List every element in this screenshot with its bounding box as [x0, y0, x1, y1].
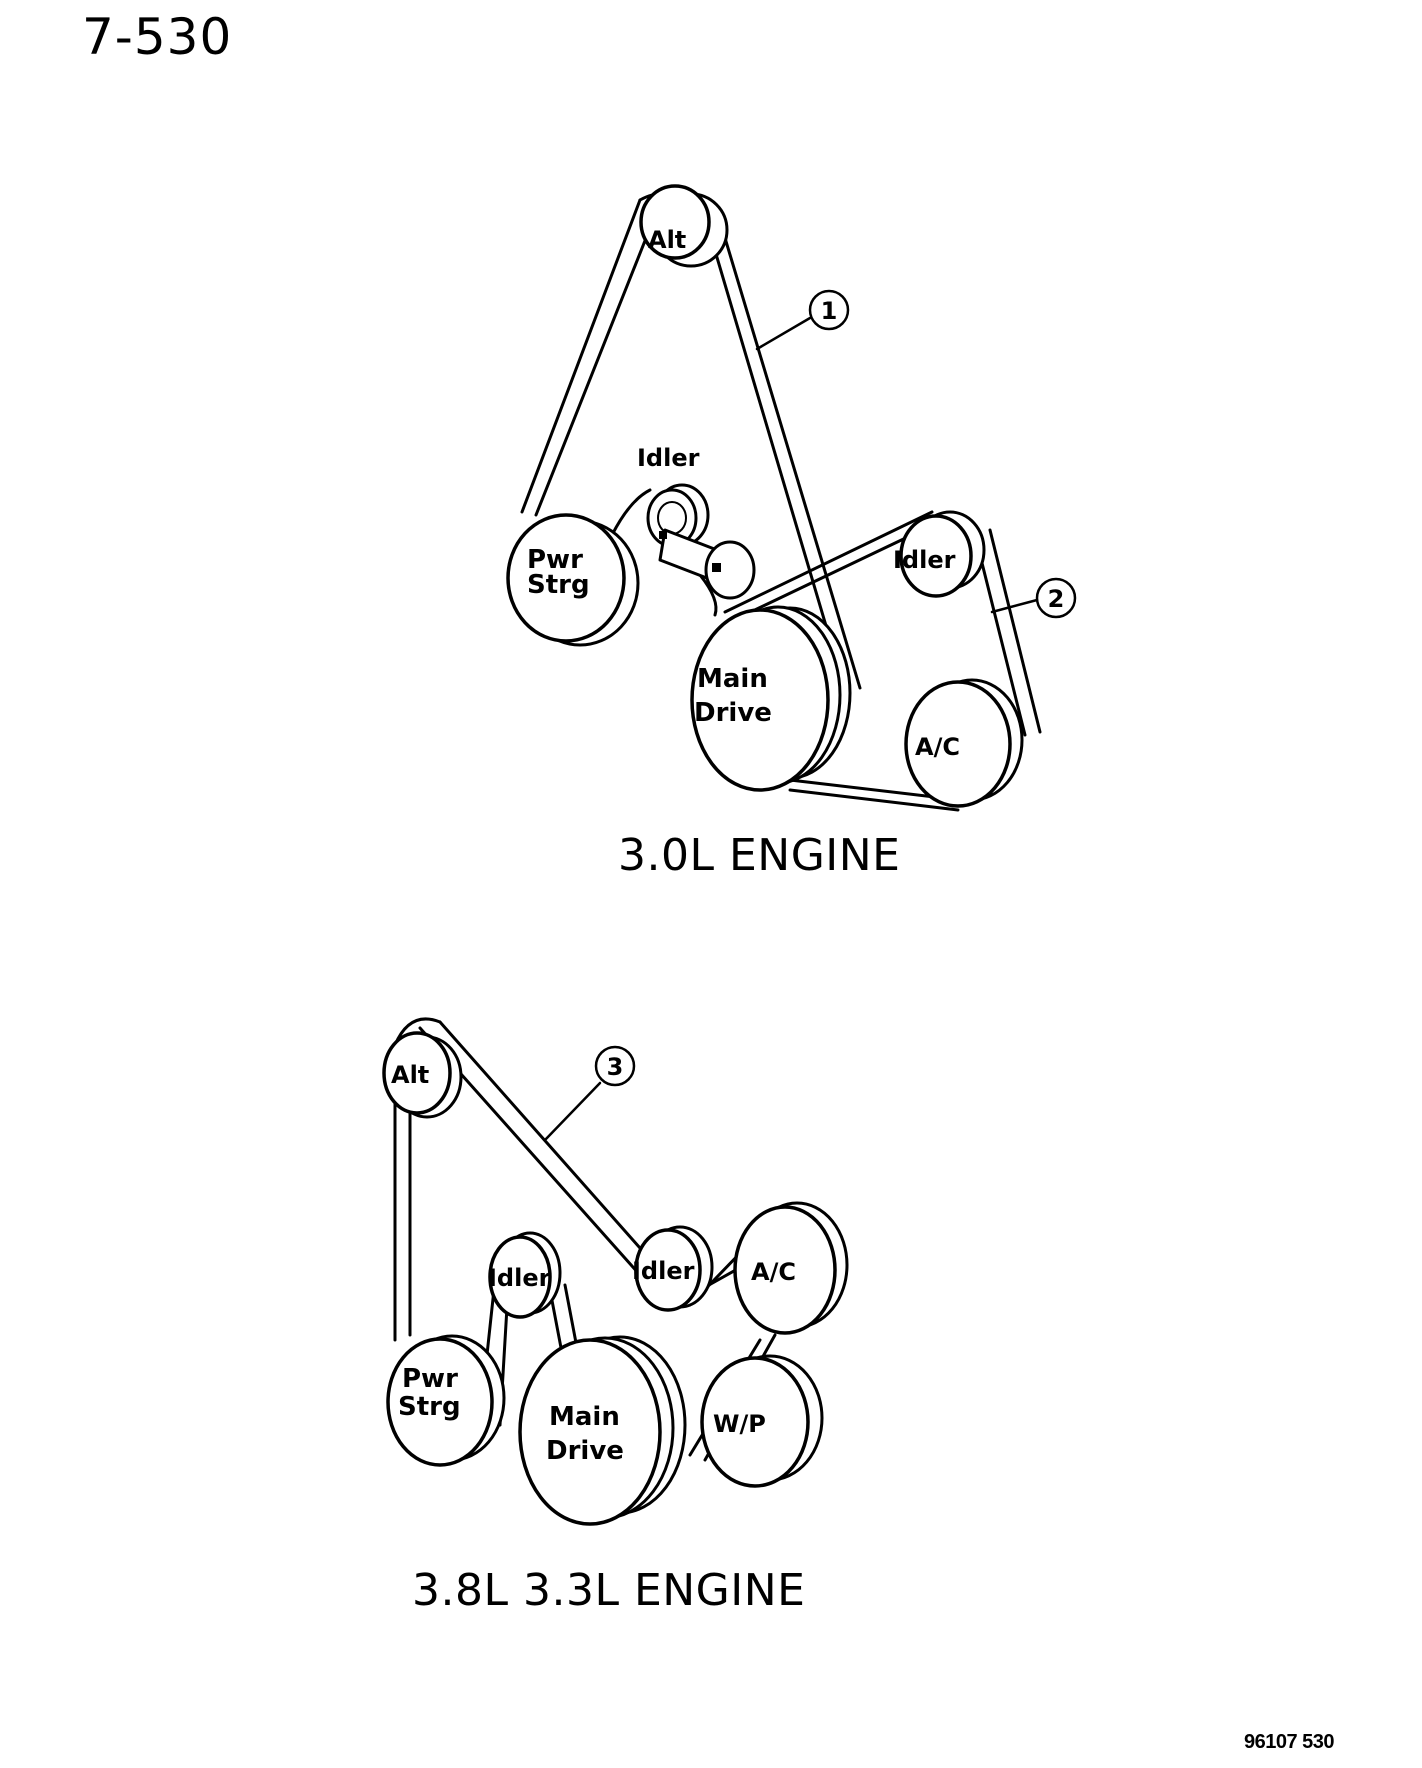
idler-small-pulley: Idler	[637, 444, 756, 600]
main-drive-pulley: Main Drive	[690, 605, 852, 792]
wp-pulley: W/P	[700, 1354, 824, 1488]
alt-label-3-8l: Alt	[391, 1061, 429, 1089]
reference-code: 96107 530	[1243, 1731, 1335, 1753]
callout-3-label: 3	[607, 1053, 624, 1081]
ac-pulley-3-0l: A/C	[904, 678, 1024, 808]
main-drive-label-line1: Main	[697, 664, 768, 694]
idler-left-pulley: Idler	[488, 1231, 562, 1319]
ac-label-3-8l: A/C	[751, 1258, 796, 1286]
main-drive-pulley-3-8l: Main Drive	[518, 1335, 687, 1526]
caption-3-0l-engine: 3.0L ENGINE	[618, 830, 901, 881]
idler-small-label: Idler	[637, 444, 700, 472]
caption-3-8l-3-3l-engine: 3.8L 3.3L ENGINE	[412, 1565, 806, 1616]
callout-1-label: 1	[821, 297, 838, 325]
idler-left-label: Idler	[488, 1264, 551, 1292]
pwr-strg-pulley-3-8l: Pwr Strg	[386, 1334, 506, 1467]
wp-label: W/P	[713, 1410, 766, 1438]
idler-center-label: Idler	[632, 1257, 695, 1285]
ac-pulley-3-8l: A/C	[733, 1201, 849, 1335]
callout-2: 2	[990, 577, 1077, 619]
diagram-3-0l: Alt Pwr Strg Idler	[506, 184, 1077, 812]
alt-label: Alt	[648, 226, 686, 254]
idler-ac-label: Idler	[893, 546, 956, 574]
belt-1	[520, 191, 862, 692]
main-drive-label-3-8l-line1: Main	[549, 1402, 620, 1432]
pwr-strg-label-3-8l-line1: Pwr	[402, 1364, 458, 1394]
alt-pulley: Alt	[639, 184, 729, 268]
pwr-strg-label-line1: Pwr	[527, 545, 583, 575]
diagram-3-8l-3-3l: Alt Idler Idler A/C	[382, 1017, 849, 1526]
callout-2-label: 2	[1048, 585, 1065, 613]
callout-1: 1	[755, 289, 850, 351]
pwr-strg-label-3-8l-line2: Strg	[398, 1392, 461, 1422]
ac-label-3-0l: A/C	[915, 733, 960, 761]
page-number: 7-530	[82, 8, 233, 66]
pwr-strg-label-line2: Strg	[527, 570, 590, 600]
idler-center-pulley: Idler	[632, 1225, 714, 1312]
main-drive-label-line2: Drive	[694, 698, 772, 728]
main-drive-label-3-8l-line2: Drive	[546, 1436, 624, 1466]
callout-3: 3	[543, 1045, 636, 1142]
idler-ac-pulley: Idler	[893, 510, 986, 598]
pwr-strg-pulley: Pwr Strg	[506, 513, 640, 647]
alt-pulley-3-8l: Alt	[382, 1031, 463, 1119]
